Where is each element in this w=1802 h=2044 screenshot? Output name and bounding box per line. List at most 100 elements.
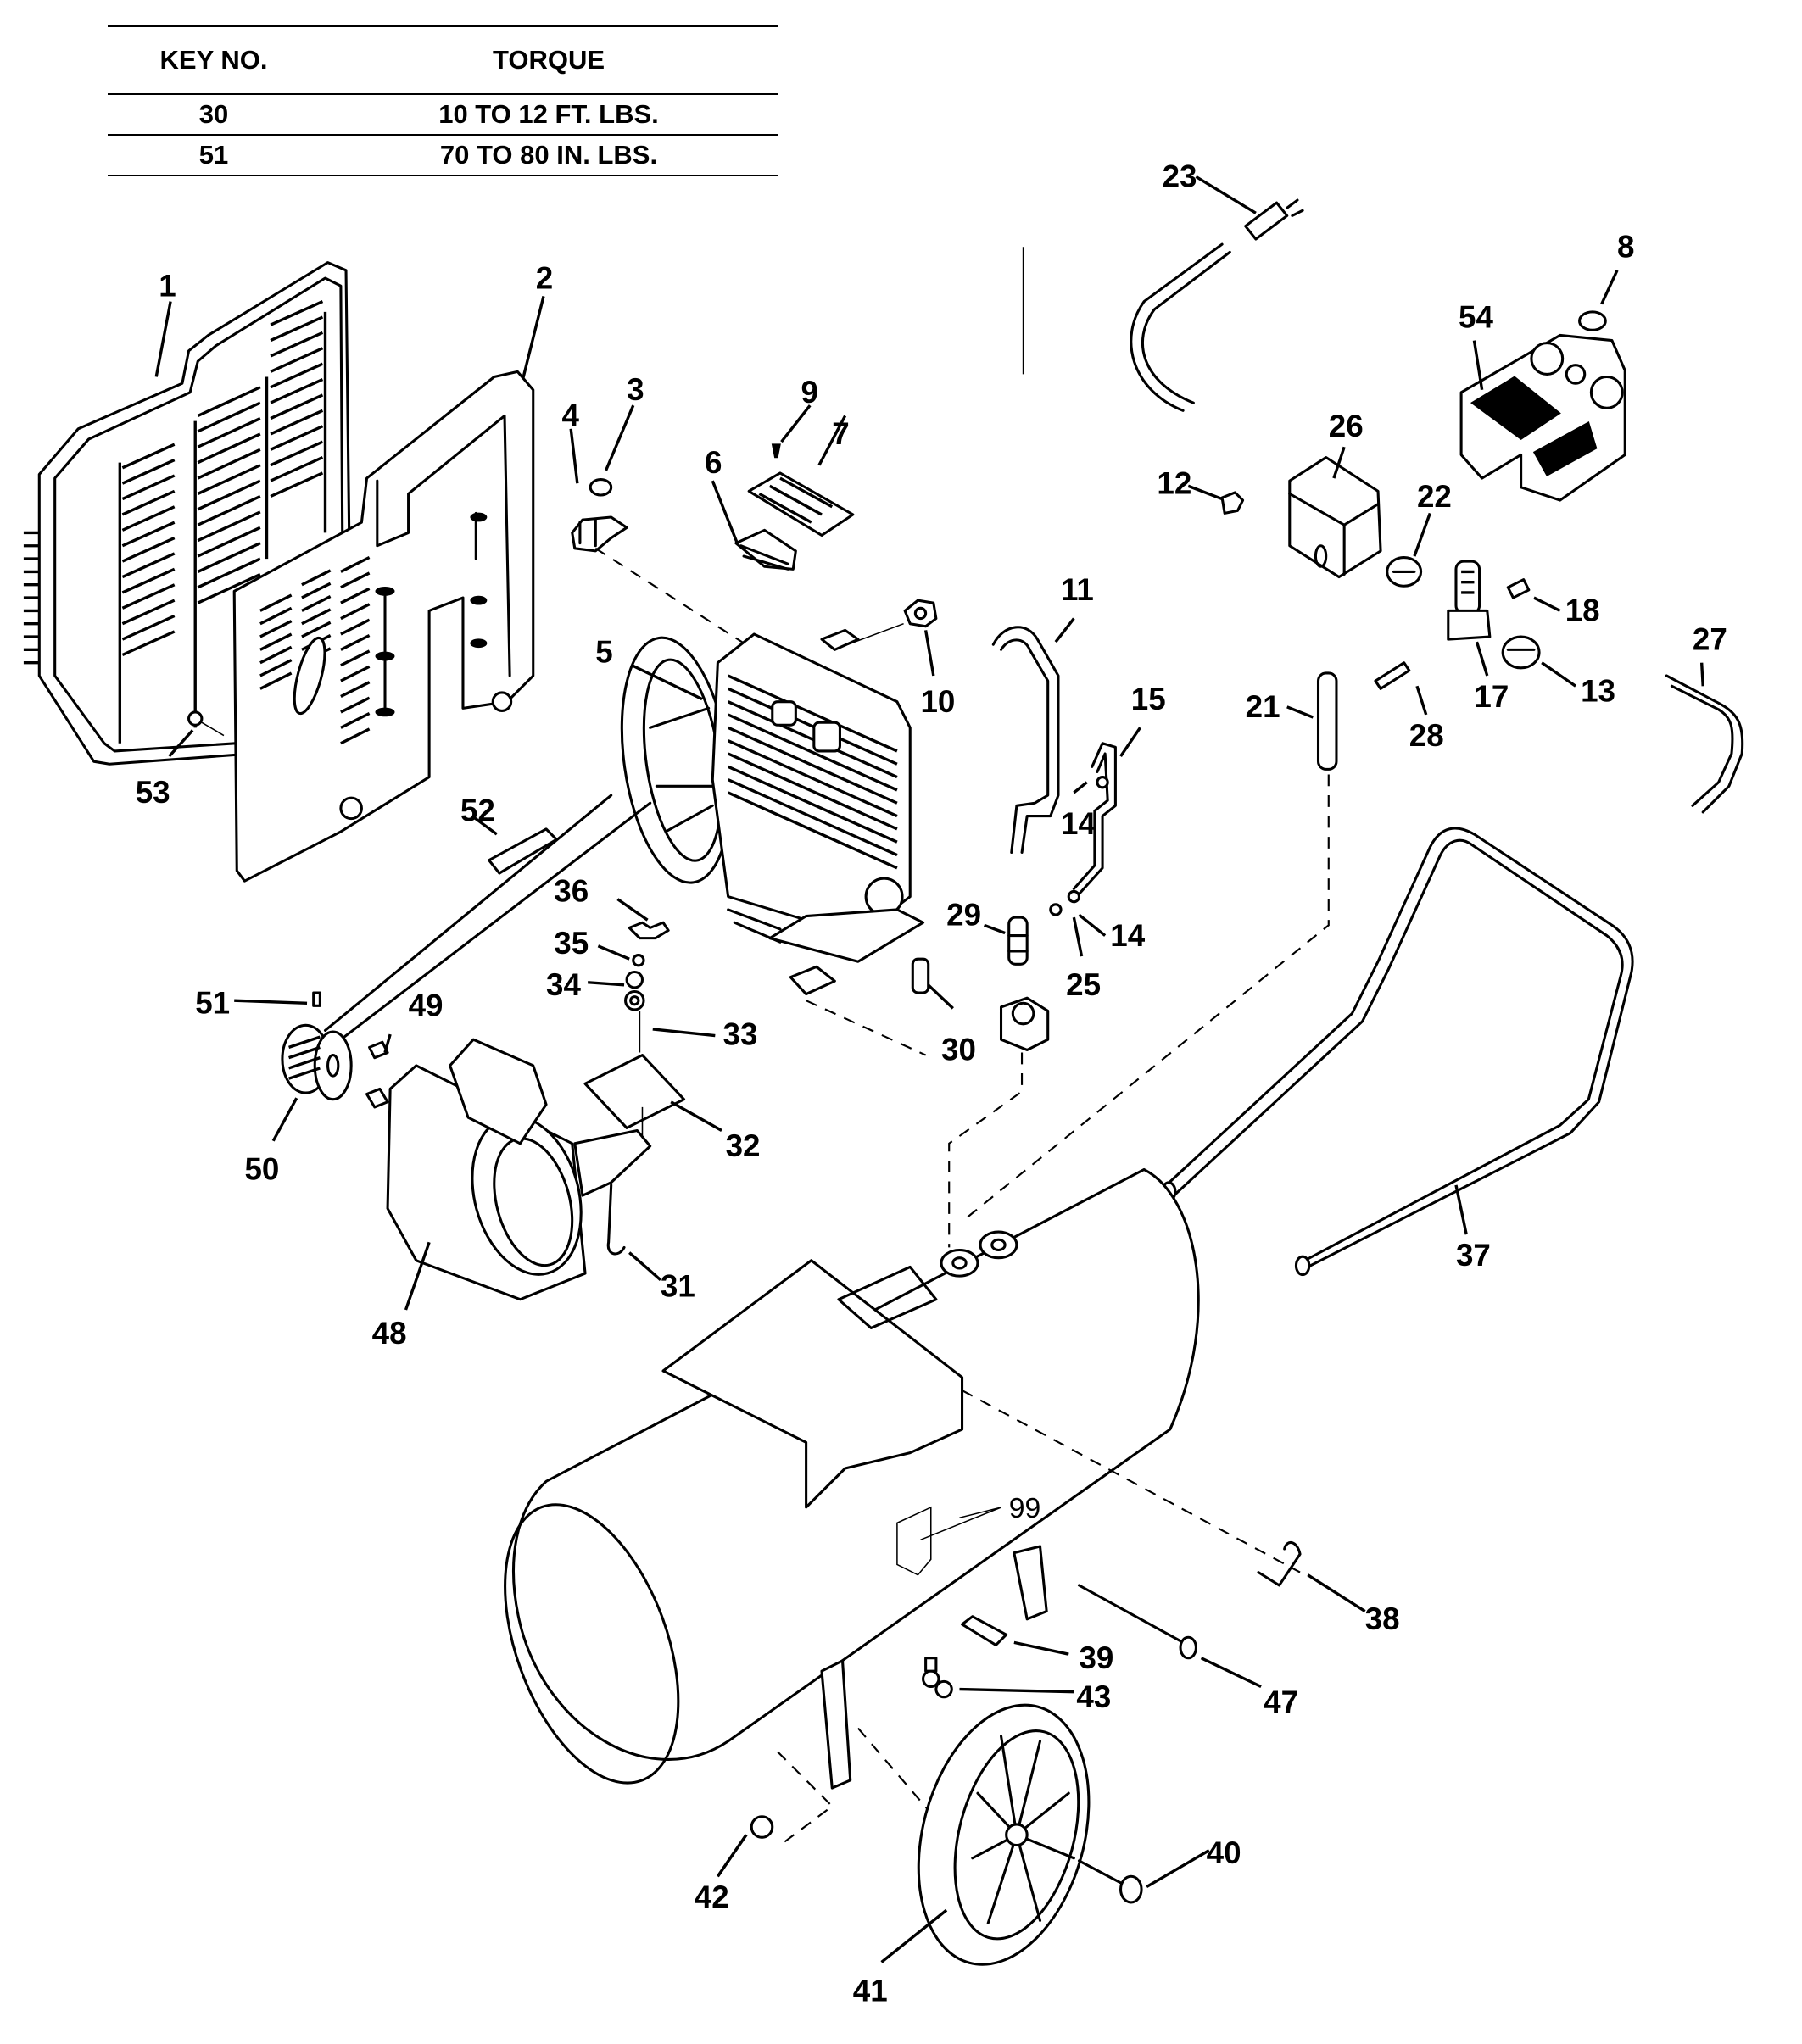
label-4: 4 xyxy=(561,398,579,433)
drain-valve xyxy=(922,1657,953,1699)
gauge-nut-8 xyxy=(1578,310,1607,331)
outlet-tube xyxy=(991,626,1060,855)
motor-cord xyxy=(1665,674,1744,814)
nipple-28 xyxy=(1374,661,1411,690)
label-50: 50 xyxy=(244,1152,279,1187)
grip-39 xyxy=(961,1615,1008,1646)
table-row: 51 70 TO 80 IN. LBS. xyxy=(108,134,778,176)
clip-38 xyxy=(1257,1541,1302,1587)
pump-bolt-30 xyxy=(911,957,930,994)
nut-42 xyxy=(750,1815,774,1839)
motor-key-49 xyxy=(368,1040,389,1060)
handle xyxy=(1161,827,1634,1277)
air-tank xyxy=(504,1167,1301,1846)
label-12: 12 xyxy=(1157,465,1191,500)
part-labels: 1 2 3 4 5 6 7 8 9 10 11 12 13 14 14 15 1… xyxy=(136,159,1727,2008)
motor-mount-fasteners xyxy=(624,921,670,1011)
label-41: 41 xyxy=(853,1973,888,2008)
label-9: 9 xyxy=(801,375,817,409)
regulator xyxy=(1447,560,1492,641)
torque-cell: 10 TO 12 FT. LBS. xyxy=(320,93,778,135)
motor xyxy=(365,1038,652,1301)
label-33: 33 xyxy=(723,1016,758,1051)
label-37: 37 xyxy=(1456,1238,1491,1273)
label-15: 15 xyxy=(1131,682,1166,716)
label-6: 6 xyxy=(705,445,722,480)
label-31: 31 xyxy=(661,1269,695,1304)
label-22: 22 xyxy=(1417,479,1452,514)
label-5: 5 xyxy=(595,635,612,670)
label-14b: 14 xyxy=(1110,918,1145,953)
label-7: 7 xyxy=(832,416,849,451)
label-49: 49 xyxy=(409,989,444,1023)
key-no-cell: 51 xyxy=(108,134,320,176)
pump xyxy=(620,622,925,996)
tube-21 xyxy=(961,671,1338,1223)
label-30: 30 xyxy=(941,1033,976,1067)
label-26: 26 xyxy=(1329,409,1364,443)
label-27: 27 xyxy=(1693,621,1727,656)
key-no-header: KEY NO. xyxy=(108,25,320,94)
label-54: 54 xyxy=(1459,299,1493,334)
label-2: 2 xyxy=(536,260,553,295)
label-52: 52 xyxy=(460,794,495,828)
label-28: 28 xyxy=(1409,718,1444,753)
label-35: 35 xyxy=(554,926,589,961)
check-valve xyxy=(999,916,1050,1051)
label-38: 38 xyxy=(1365,1601,1400,1636)
label-13: 13 xyxy=(1581,674,1615,709)
label-8: 8 xyxy=(1617,229,1634,264)
torque-table-header-row: KEY NO. TORQUE xyxy=(108,25,778,94)
label-14a: 14 xyxy=(1061,806,1096,841)
label-1: 1 xyxy=(159,268,176,303)
table-row: 30 10 TO 12 FT. LBS. xyxy=(108,93,778,135)
axle-bolt xyxy=(1077,1859,1143,1904)
label-43: 43 xyxy=(1076,1679,1111,1714)
key-no-cell: 30 xyxy=(108,93,320,135)
guide-line xyxy=(806,1000,927,1056)
torque-header: TORQUE xyxy=(320,25,778,94)
pressure-switch xyxy=(1288,455,1382,579)
label-39: 39 xyxy=(1079,1640,1113,1675)
guide-line xyxy=(948,1052,1024,1248)
label-23: 23 xyxy=(1163,159,1197,194)
motor-pulley xyxy=(281,991,353,1101)
valve-plate-assembly xyxy=(734,443,855,571)
gauge-13 xyxy=(1501,635,1541,670)
label-36: 36 xyxy=(554,874,589,909)
guard-vents xyxy=(23,300,324,665)
label-25: 25 xyxy=(1066,967,1101,1002)
label-21: 21 xyxy=(1246,689,1280,724)
label-99: 99 xyxy=(1009,1492,1041,1524)
label-34: 34 xyxy=(546,967,581,1002)
label-29: 29 xyxy=(946,897,981,932)
fitting-18 xyxy=(1506,578,1531,599)
power-cord xyxy=(1130,198,1304,412)
pressure-fitting-12 xyxy=(1220,491,1245,515)
label-3: 3 xyxy=(627,372,644,407)
label-42: 42 xyxy=(695,1880,729,1914)
wheel xyxy=(917,1703,1091,1966)
torque-table: KEY NO. TORQUE 30 10 TO 12 FT. LBS. 51 7… xyxy=(108,25,778,176)
screw-53 xyxy=(187,710,225,737)
label-47: 47 xyxy=(1264,1685,1298,1719)
label-53: 53 xyxy=(136,775,170,810)
console xyxy=(1459,333,1626,502)
belt xyxy=(323,794,652,1041)
label-40: 40 xyxy=(1207,1835,1241,1870)
gauge-22 xyxy=(1386,556,1423,588)
label-11: 11 xyxy=(1061,572,1094,607)
motor-plate xyxy=(583,1011,686,1144)
label-32: 32 xyxy=(726,1128,761,1163)
label-51: 51 xyxy=(195,986,230,1021)
label-48: 48 xyxy=(372,1316,407,1351)
pump-nut-10 xyxy=(903,599,938,628)
torque-cell: 70 TO 80 IN. LBS. xyxy=(320,134,778,176)
label-18: 18 xyxy=(1565,593,1600,628)
label-17: 17 xyxy=(1474,679,1509,714)
label-10: 10 xyxy=(920,684,955,719)
bracket-assembly xyxy=(571,478,755,651)
decal xyxy=(896,1506,932,1576)
unloader-tube xyxy=(1049,742,1117,916)
